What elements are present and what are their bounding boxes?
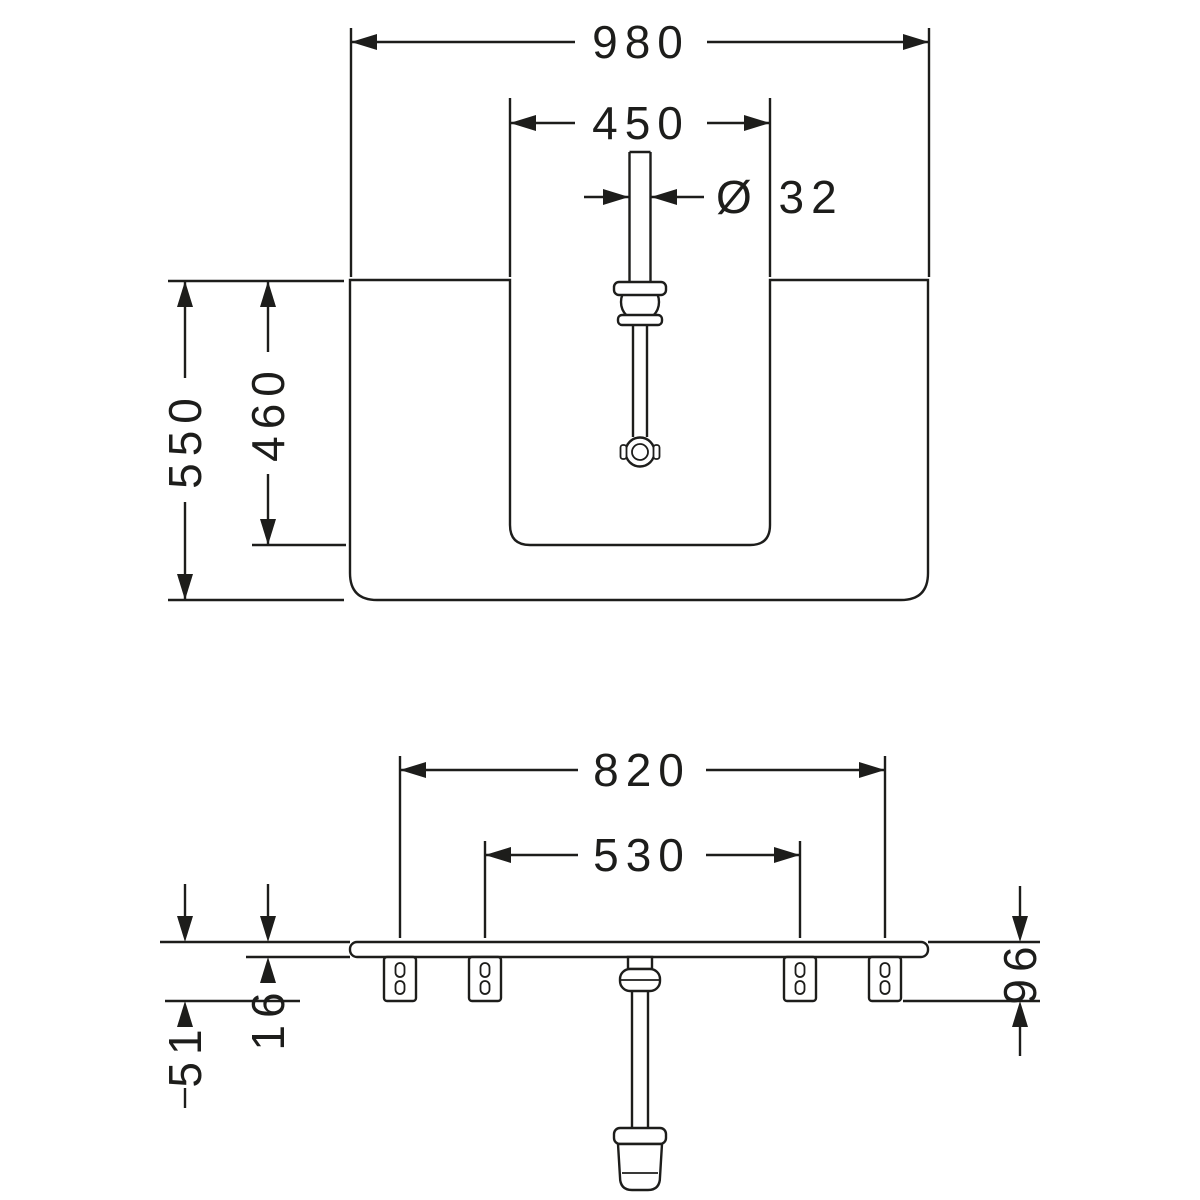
mounting-brackets: [382, 955, 903, 1003]
dim-left-height: 51: [159, 884, 211, 1108]
dim-cutout-depth: 460: [242, 281, 346, 547]
dim-left-height-label: 51: [159, 1022, 211, 1087]
dim-right-height: 96: [994, 886, 1046, 1056]
drain-pipe-top-view: [612, 150, 668, 468]
siphon-cup-body: [616, 1142, 664, 1192]
siphon-cup-rim: [612, 1126, 668, 1146]
dim-cutout-depth-label: 460: [242, 364, 294, 462]
dim-total-depth: 550: [159, 279, 344, 602]
siphon-trap: [612, 955, 668, 1192]
dim-drain-diameter: Ø 32: [584, 171, 844, 223]
siphon-pipe: [630, 991, 650, 1128]
dim-panel-thickness: 16: [242, 884, 294, 1051]
mounting-bracket: [382, 955, 418, 1003]
dim-bracket-spacing-outer-label: 820: [593, 744, 691, 796]
console-slab: [348, 940, 930, 959]
dim-total-width-label: 980: [592, 16, 690, 68]
dim-panel-thickness-label: 16: [242, 985, 294, 1050]
dim-drain-diameter-label: Ø 32: [716, 171, 844, 223]
mounting-bracket: [467, 955, 503, 1003]
dim-bracket-spacing-outer: 820: [398, 744, 887, 938]
siphon-neck: [626, 955, 654, 971]
dim-bracket-spacing-inner-label: 530: [593, 829, 691, 881]
dim-bracket-spacing-inner: 530: [483, 829, 802, 938]
dim-cutout-width: 450: [508, 97, 772, 277]
drain-lock-nut: [616, 313, 664, 327]
dim-cutout-width-label: 450: [592, 97, 690, 149]
drain-union-nut: [612, 280, 668, 297]
dim-right-height-label: 96: [994, 939, 1046, 1004]
basin-panel-outline: [348, 278, 930, 602]
drain-tailpipe: [631, 325, 649, 437]
mounting-bracket: [867, 955, 903, 1003]
dim-total-depth-label: 550: [159, 391, 211, 489]
dim-total-width: 980: [349, 16, 931, 277]
mounting-bracket: [782, 955, 818, 1003]
